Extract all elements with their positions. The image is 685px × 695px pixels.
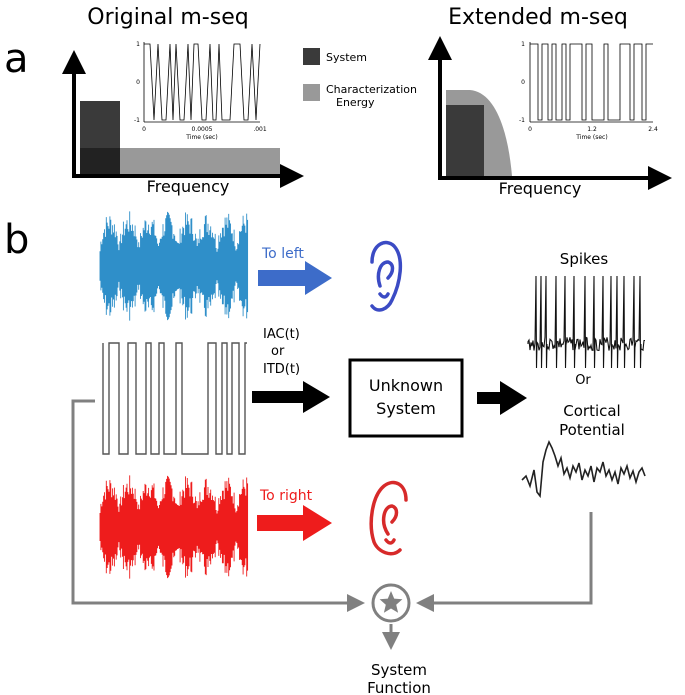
cortical-potential-trace bbox=[521, 440, 646, 499]
to-left-arrow bbox=[258, 261, 332, 295]
spike-trace bbox=[527, 275, 645, 369]
to-left-label: To left bbox=[261, 246, 304, 262]
right-inset-xtick-0: 0 bbox=[528, 126, 532, 133]
left-inset-waveform bbox=[144, 43, 261, 121]
or-label: Or bbox=[575, 373, 591, 388]
right-inset-plot: 1 0 -1 0 1.2 2.4 Time (sec) bbox=[519, 41, 658, 141]
legend-system-swatch bbox=[303, 48, 320, 65]
left-inset-xtick-mid: 0.0005 bbox=[192, 126, 213, 133]
left-channel-waveform bbox=[99, 211, 249, 321]
left-panel-title: Original m-seq bbox=[87, 5, 248, 30]
right-inset-waveform bbox=[530, 43, 653, 121]
mod-label-iac: IAC(t) bbox=[263, 327, 300, 342]
right-inset-ytick-0: 0 bbox=[521, 79, 525, 86]
to-right-label: To right bbox=[259, 488, 313, 504]
left-inset-plot: 1 0 -1 0 0.0005 .001 Time (sec) bbox=[124, 37, 289, 141]
left-inset-xtick-0: 0 bbox=[142, 126, 146, 133]
right-inset-xtick-end: 2.4 bbox=[648, 126, 658, 133]
left-inset-xlabel: Time (sec) bbox=[185, 134, 217, 141]
input-feedback-line bbox=[71, 399, 365, 612]
right-ear-icon bbox=[369, 480, 408, 556]
left-spectrum-plot: Frequency bbox=[62, 50, 304, 196]
panel-a-letter: a bbox=[4, 36, 29, 82]
to-system-arrow bbox=[252, 381, 330, 413]
system-function-line-1: System bbox=[371, 661, 427, 679]
right-inset-ytick-1: 1 bbox=[521, 41, 525, 48]
left-inset-xtick-end: .001 bbox=[253, 126, 267, 133]
panel-b-letter: b bbox=[4, 217, 29, 263]
m-sequence-signal bbox=[102, 342, 247, 455]
right-system-block bbox=[446, 105, 484, 176]
legend-system-label: System bbox=[326, 51, 367, 64]
cortical-label-2: Potential bbox=[559, 421, 625, 439]
star-icon bbox=[379, 591, 403, 613]
unknown-system-box bbox=[348, 358, 464, 438]
left-inset-ytick-0: 0 bbox=[136, 79, 140, 86]
left-overlap-block bbox=[80, 148, 120, 174]
spike-train bbox=[527, 275, 645, 369]
system-function-line-2: Function bbox=[367, 679, 431, 695]
mod-label-itd: ITD(t) bbox=[263, 362, 300, 377]
output-feedback-line bbox=[416, 512, 593, 612]
feedback-loop bbox=[71, 399, 593, 650]
left-ear-icon bbox=[370, 240, 403, 312]
spikes-label: Spikes bbox=[560, 250, 609, 268]
right-channel-waveform bbox=[99, 475, 249, 579]
legend: System Characterization Energy bbox=[303, 48, 417, 109]
system-box-line-1: Unknown bbox=[369, 376, 443, 395]
right-inset-xtick-mid: 1.2 bbox=[587, 126, 597, 133]
to-output-arrow bbox=[477, 381, 527, 415]
left-inset-ytick-1: 1 bbox=[136, 41, 140, 48]
left-inset-ytick-neg1: -1 bbox=[134, 117, 140, 124]
legend-energy-label-1: Characterization bbox=[326, 83, 417, 96]
right-panel-title: Extended m-seq bbox=[448, 5, 628, 30]
system-box-line-2: System bbox=[376, 399, 436, 418]
right-frequency-label: Frequency bbox=[499, 179, 582, 198]
left-channel-carrier bbox=[99, 211, 249, 321]
right-inset-ytick-neg1: -1 bbox=[519, 117, 525, 124]
right-inset-xlabel: Time (sec) bbox=[575, 134, 607, 141]
mod-label-or: or bbox=[271, 344, 285, 359]
right-spectrum-plot: Frequency bbox=[428, 36, 672, 198]
legend-energy-label-2: Energy bbox=[336, 96, 375, 109]
right-channel-carrier bbox=[99, 475, 249, 579]
to-right-arrow bbox=[257, 505, 332, 541]
legend-energy-swatch bbox=[303, 84, 320, 101]
cortical-label-1: Cortical bbox=[563, 402, 620, 420]
left-frequency-label: Frequency bbox=[147, 177, 230, 196]
